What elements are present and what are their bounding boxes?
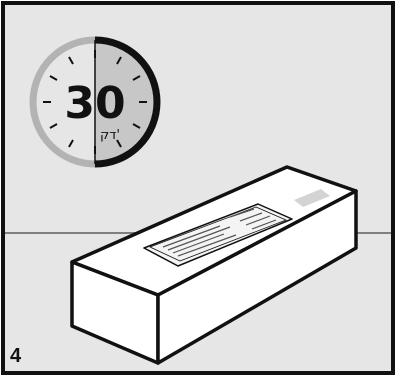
timer-number: 30 xyxy=(64,78,125,129)
step-number: 4 xyxy=(10,345,22,367)
timer-unit: דק' xyxy=(100,128,120,143)
